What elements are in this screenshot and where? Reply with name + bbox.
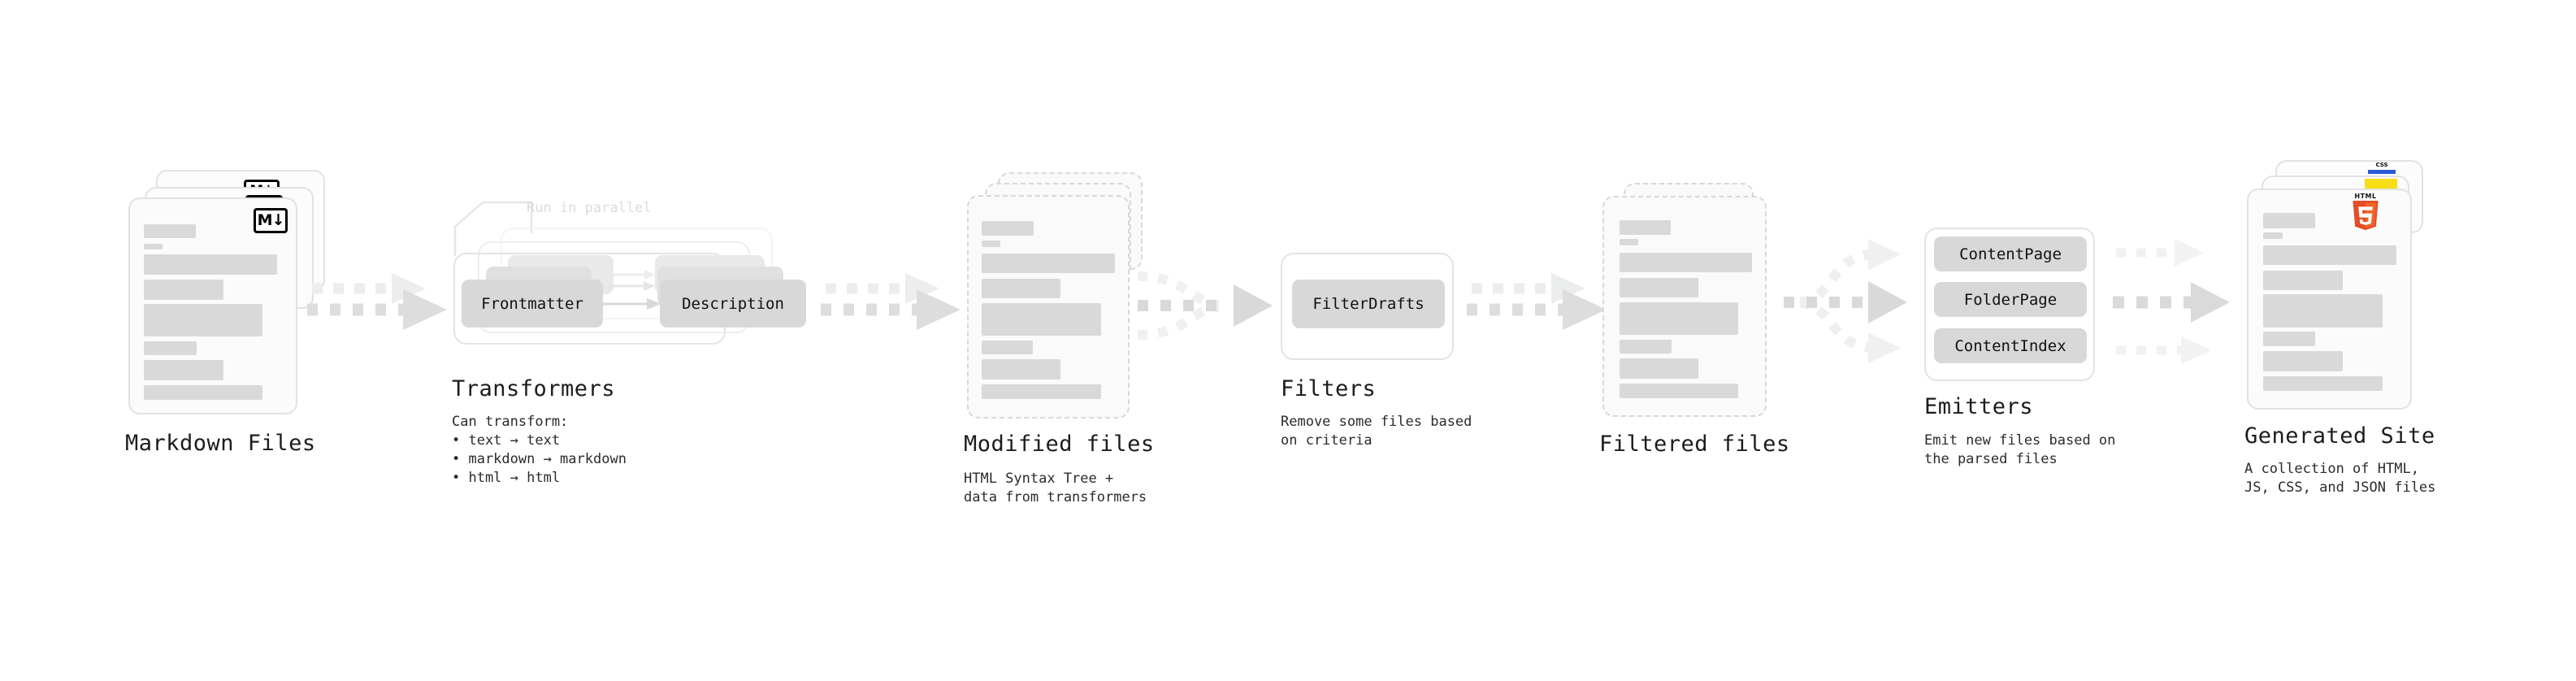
emitters-chip-contentindex[interactable]: ContentIndex <box>1934 328 2087 363</box>
skeleton-line <box>1620 358 1698 379</box>
html5-shield-icon <box>2353 201 2379 231</box>
html5-badge-label: HTML <box>2354 193 2377 200</box>
connector-filtered-to-emitters <box>1784 239 1907 363</box>
css-badge-label: CSS <box>2375 162 2388 168</box>
transformer-chip-frontmatter[interactable]: Frontmatter <box>462 280 603 327</box>
skeleton-line <box>982 279 1060 298</box>
filters-chip-filterdrafts[interactable]: FilterDrafts <box>1292 280 1445 328</box>
skeleton-line <box>144 224 196 238</box>
skeleton-line <box>1620 239 1638 245</box>
connector-markdown-to-transformers <box>307 273 447 330</box>
skeleton-line <box>982 303 1101 336</box>
filters-group-box <box>1281 253 1454 360</box>
skeleton-line <box>144 341 197 355</box>
transformer-arrow-front <box>603 298 661 310</box>
markdown-badge: M↓ <box>254 208 288 233</box>
connector-emitters-to-site <box>2113 239 2230 364</box>
run-in-parallel-label: Run in parallel <box>527 200 652 216</box>
emitters-chip-folderpage[interactable]: FolderPage <box>1934 282 2087 317</box>
skeleton-line <box>2263 351 2343 371</box>
stage-desc-generated-site: A collection of HTML, JS, CSS, and JSON … <box>2244 461 2436 496</box>
skeleton-line <box>144 360 223 380</box>
stage-title-markdown-files: Markdown Files <box>125 431 316 456</box>
transformer-chip-description[interactable]: Description <box>660 280 806 327</box>
skeleton-line <box>144 254 277 275</box>
skeleton-line <box>1620 384 1738 398</box>
skeleton-line <box>1620 220 1671 235</box>
skeleton-line <box>144 280 223 300</box>
stage-title-generated-site: Generated Site <box>2244 423 2435 449</box>
skeleton-line <box>2263 332 2315 346</box>
skeleton-line <box>2263 232 2283 239</box>
transformer-arrow-layer-2 <box>608 281 655 291</box>
stage-desc-emitters: Emit new files based on the parsed files <box>1924 432 2116 467</box>
stage-desc-filters: Remove some files based on criteria <box>1281 414 1472 449</box>
connector-transformers-to-modified <box>821 273 961 330</box>
stage-title-emitters: Emitters <box>1924 394 2034 419</box>
skeleton-line <box>2263 294 2383 327</box>
emitters-chip-contentpage[interactable]: ContentPage <box>1934 236 2087 271</box>
stage-title-modified-files: Modified files <box>964 432 1155 457</box>
skeleton-line <box>1620 253 1752 272</box>
run-in-parallel-bracket <box>453 201 533 256</box>
connector-filters-to-filtered <box>1467 273 1607 330</box>
stage-desc-transformers: Can transform: • text → text • markdown … <box>452 414 627 486</box>
css-badge-bar <box>2368 170 2396 174</box>
skeleton-line <box>2263 376 2383 391</box>
emitters-group-box <box>1924 228 2095 381</box>
skeleton-line <box>2263 271 2343 290</box>
skeleton-line <box>144 385 262 400</box>
skeleton-line <box>144 244 163 249</box>
stage-desc-modified-files: HTML Syntax Tree + data from transformer… <box>964 471 1147 505</box>
stage-title-transformers: Transformers <box>452 376 616 401</box>
skeleton-line <box>1620 278 1698 297</box>
skeleton-line <box>2263 213 2315 228</box>
skeleton-line <box>2263 245 2396 265</box>
skeleton-line <box>982 241 1000 247</box>
skeleton-line <box>982 221 1034 236</box>
skeleton-line <box>144 304 262 336</box>
skeleton-line <box>982 254 1115 273</box>
skeleton-line <box>982 384 1101 399</box>
stage-title-filtered-files: Filtered files <box>1599 432 1790 457</box>
stage-title-filters: Filters <box>1281 376 1377 401</box>
css-badge: CSS <box>2368 163 2396 176</box>
skeleton-line <box>982 340 1033 354</box>
skeleton-line <box>982 359 1060 380</box>
transformer-arrow-layer-3 <box>614 270 656 280</box>
connector-modified-to-filters <box>1138 271 1273 340</box>
skeleton-line <box>1620 340 1672 354</box>
html5-badge: HTML <box>2347 193 2384 232</box>
skeleton-line <box>1620 302 1738 335</box>
